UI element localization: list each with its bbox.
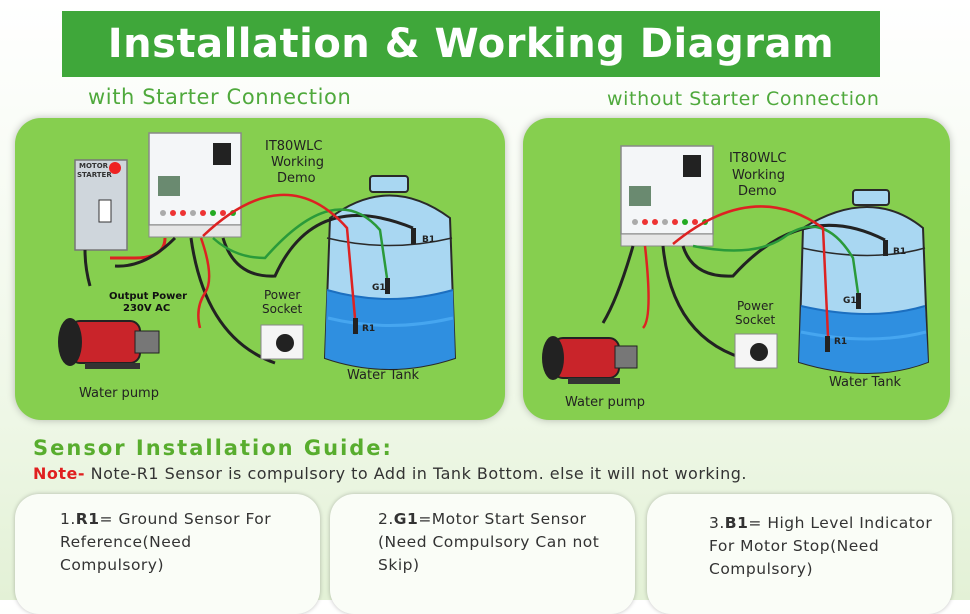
left-diagram-panel: IT80WLC Working Demo MOTOR STARTER Outpu… bbox=[15, 118, 505, 420]
water-tank bbox=[797, 189, 930, 374]
power-socket bbox=[734, 333, 778, 369]
left-panel-heading: with Starter Connection bbox=[88, 85, 352, 109]
guide-title: Sensor Installation Guide: bbox=[33, 436, 393, 460]
note-text: Note-R1 Sensor is compulsory to Add in T… bbox=[85, 464, 747, 483]
controller-box bbox=[148, 132, 242, 238]
sensor-r1-label: R1 bbox=[362, 324, 375, 334]
controller-label: IT80WLC bbox=[729, 151, 787, 166]
starter-label-2: STARTER bbox=[77, 171, 112, 179]
sensor-card-g1: 2.G1=Motor Start Sensor (Need Compulsory… bbox=[330, 494, 635, 614]
sensor-r1-label: R1 bbox=[834, 337, 847, 347]
sensor-card-r1: 1.R1= Ground Sensor For Reference(Need C… bbox=[15, 494, 320, 614]
pump-label: Water pump bbox=[79, 386, 159, 401]
power-label-2: Socket bbox=[735, 313, 775, 327]
controller-box bbox=[620, 145, 714, 247]
card-text: 1.R1= Ground Sensor For Reference(Need C… bbox=[60, 510, 272, 574]
water-tank bbox=[323, 175, 457, 370]
card-text: 2.G1=Motor Start Sensor (Need Compulsory… bbox=[378, 510, 600, 574]
controller-sub2: Demo bbox=[277, 171, 316, 186]
controller-sub2: Demo bbox=[738, 184, 777, 199]
title-banner: Installation & Working Diagram bbox=[62, 11, 880, 77]
water-pump bbox=[58, 318, 160, 369]
power-label-2: Socket bbox=[262, 302, 302, 316]
output-voltage-label: 230V AC bbox=[123, 303, 170, 314]
page-title: Installation & Working Diagram bbox=[107, 21, 835, 67]
motor-starter-box bbox=[74, 159, 128, 251]
power-socket bbox=[260, 324, 304, 360]
tank-label: Water Tank bbox=[829, 375, 902, 390]
power-label-1: Power bbox=[264, 288, 300, 302]
tank-label: Water Tank bbox=[347, 368, 420, 383]
sensor-card-b1: 3.B1= High Level Indicator For Motor Sto… bbox=[647, 494, 952, 614]
card-text: 3.B1= High Level Indicator For Motor Sto… bbox=[709, 514, 933, 578]
guide-note: Note- Note-R1 Sensor is compulsory to Ad… bbox=[33, 464, 747, 483]
sensor-b1-label: B1 bbox=[893, 247, 906, 257]
output-power-label: Output Power bbox=[109, 291, 187, 302]
water-pump bbox=[542, 336, 638, 384]
sensor-b1-label: B1 bbox=[422, 235, 435, 245]
controller-label: IT80WLC bbox=[265, 139, 323, 154]
power-label-1: Power bbox=[737, 299, 773, 313]
sensor-g1-label: G1 bbox=[372, 283, 386, 293]
sensor-g1-label: G1 bbox=[843, 296, 857, 306]
controller-sub1: Working bbox=[732, 168, 785, 183]
starter-label-1: MOTOR bbox=[79, 162, 109, 170]
pump-label: Water pump bbox=[565, 395, 645, 410]
right-diagram-panel: IT80WLC Working Demo Power Socket Water … bbox=[523, 118, 950, 420]
note-prefix: Note- bbox=[33, 464, 86, 483]
right-panel-heading: without Starter Connection bbox=[607, 88, 880, 110]
controller-sub1: Working bbox=[271, 155, 324, 170]
